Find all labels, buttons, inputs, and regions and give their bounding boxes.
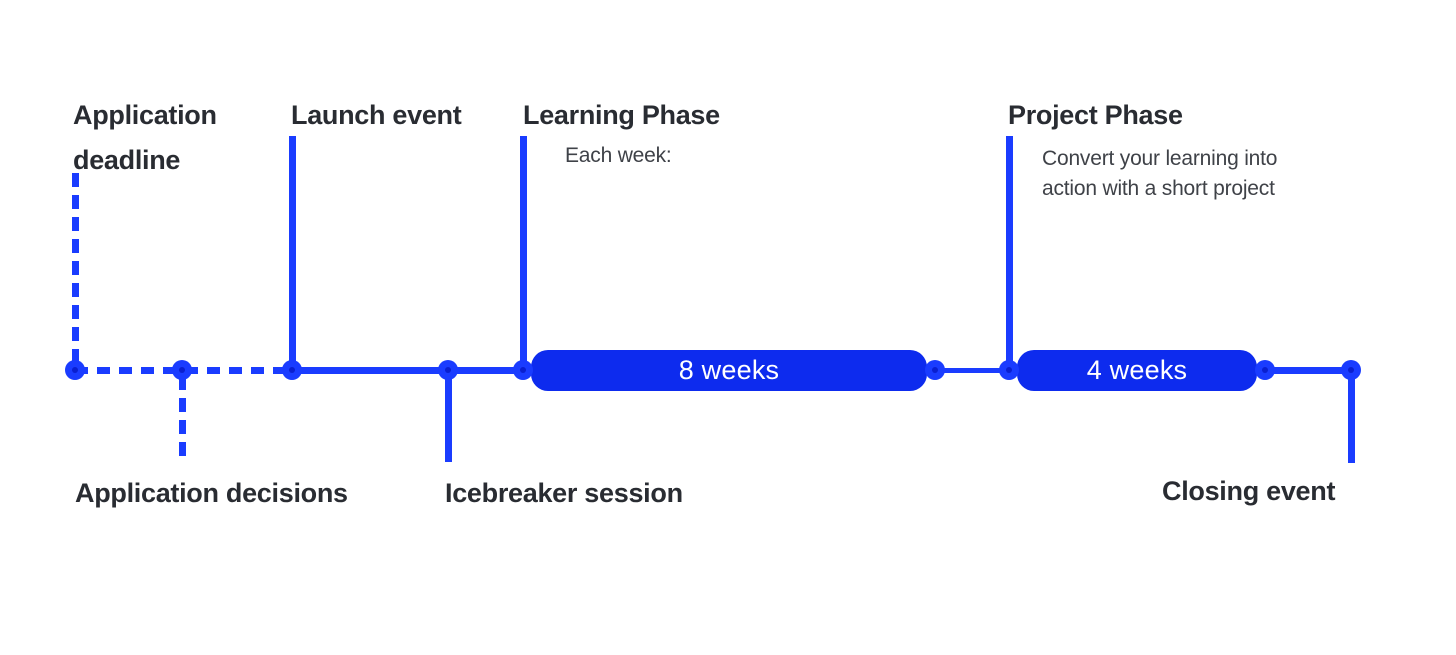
connector-project-to-closing: [1265, 367, 1353, 374]
timeline-node-launch-event: [282, 360, 302, 380]
phase-pill-project-label: 4 weeks: [1086, 355, 1188, 385]
connector-launch-to-learning: [292, 367, 537, 374]
timeline-node-project-phase-start: [999, 360, 1019, 380]
stem-icebreaker-session: [445, 370, 452, 462]
stem-application-deadline: [72, 173, 79, 365]
timeline-node-project-phase-end: [1255, 360, 1275, 380]
timeline-node-learning-phase-end: [925, 360, 945, 380]
stem-learning-phase: [520, 136, 527, 370]
label-application-deadline: Application deadline: [73, 100, 217, 175]
label-project-phase: Project Phase: [1008, 100, 1183, 130]
sublabel-project-phase: Convert your learning into action with a…: [1042, 147, 1278, 200]
timeline-node-closing-event: [1341, 360, 1361, 380]
sublabel-learning-phase: Each week:: [565, 144, 672, 167]
phase-pill-learning: 8 weeks: [531, 350, 927, 391]
stem-project-phase: [1006, 136, 1013, 370]
label-learning-phase: Learning Phase: [523, 100, 720, 130]
timeline-node-icebreaker-session: [438, 360, 458, 380]
label-icebreaker-session: Icebreaker session: [445, 478, 683, 508]
label-launch-event: Launch event: [291, 100, 462, 130]
phase-pill-learning-label: 8 weeks: [678, 355, 780, 385]
label-closing-event: Closing event: [1162, 476, 1336, 506]
stem-launch-event: [289, 136, 296, 370]
stem-closing-event: [1348, 370, 1355, 463]
timeline-node-application-decisions: [172, 360, 192, 380]
timeline-node-learning-phase-start: [513, 360, 533, 380]
timeline-node-start: [65, 360, 85, 380]
phase-pill-project: 4 weeks: [1017, 350, 1257, 391]
connector-learning-to-project: [935, 368, 1013, 373]
label-application-decisions: Application decisions: [75, 478, 348, 508]
stem-application-decisions: [179, 376, 186, 462]
